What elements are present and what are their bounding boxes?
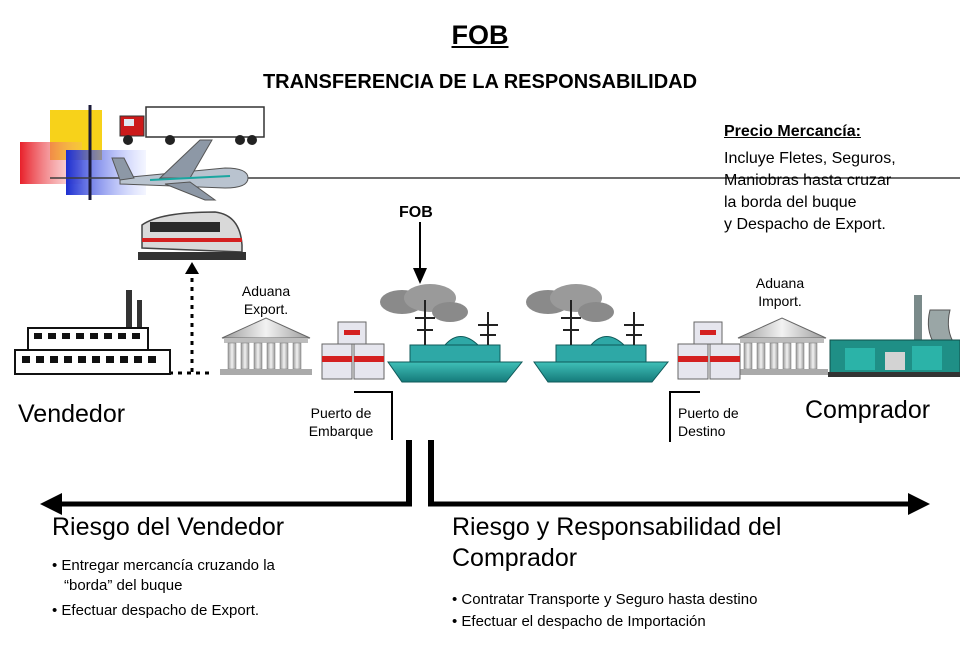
buyer-risk-bullet: • Efectuar el despacho de Importación xyxy=(452,613,706,630)
page-subtitle: TRANSFERENCIA DE LA RESPONSABILIDAD xyxy=(262,71,698,93)
cargo-boxes-icon xyxy=(677,321,741,380)
page-title: FOB xyxy=(451,20,509,50)
fob-transfer-label: FOB xyxy=(399,204,433,221)
aduana-export-label: Aduana Export. xyxy=(241,283,291,317)
seller-risk-bullet: • Efectuar despacho de Export. xyxy=(52,602,260,619)
blue-square xyxy=(66,150,146,195)
seller-risk-heading: Riesgo del Vendedor xyxy=(52,513,285,541)
bracket-puerto-embarque xyxy=(354,391,393,440)
customs-building-icon xyxy=(220,317,312,375)
buyer-risk-arrow xyxy=(428,493,930,515)
price-note-heading: Precio Mercancía: xyxy=(724,123,861,140)
buyer-risk-heading: Riesgo y Responsabilidad del Comprador xyxy=(452,513,782,572)
train-icon xyxy=(138,211,246,260)
puerto-embarque-label: Puerto de Embarque xyxy=(308,405,374,439)
fob-down-arrow xyxy=(413,222,427,284)
ship-icon xyxy=(526,284,670,383)
airplane-icon xyxy=(111,139,249,201)
seller-risk-bullet: • Entregar mercancía cruzando la xyxy=(52,557,275,574)
bracket-puerto-destino xyxy=(669,391,700,442)
factory-icon xyxy=(14,290,171,375)
puerto-destino-label: Puerto de Destino xyxy=(678,405,739,439)
price-note-line: la borda del buque xyxy=(724,194,857,211)
buyer-risk-bullet: • Contratar Transporte y Seguro hasta de… xyxy=(452,591,758,608)
vendedor-label: Vendedor xyxy=(18,400,126,428)
cargo-boxes-icon xyxy=(321,321,385,380)
risk-divider-right xyxy=(428,440,434,502)
price-note-line: Incluye Fletes, Seguros, xyxy=(724,150,896,167)
ship-icon xyxy=(380,284,524,383)
industrial-plant-icon xyxy=(828,295,960,377)
comprador-label: Comprador xyxy=(805,396,931,424)
seller-risk-arrow xyxy=(40,493,412,515)
price-note-line: Maniobras hasta cruzar xyxy=(724,172,892,189)
truck-icon xyxy=(119,106,265,145)
customs-building-icon xyxy=(736,317,828,375)
seller-risk-bullet-continued: “borda” del buque xyxy=(64,577,183,594)
price-note-line: y Despacho de Export. xyxy=(724,216,886,233)
risk-divider-left xyxy=(406,440,412,502)
aduana-import-label: Aduana Import. xyxy=(755,275,805,309)
